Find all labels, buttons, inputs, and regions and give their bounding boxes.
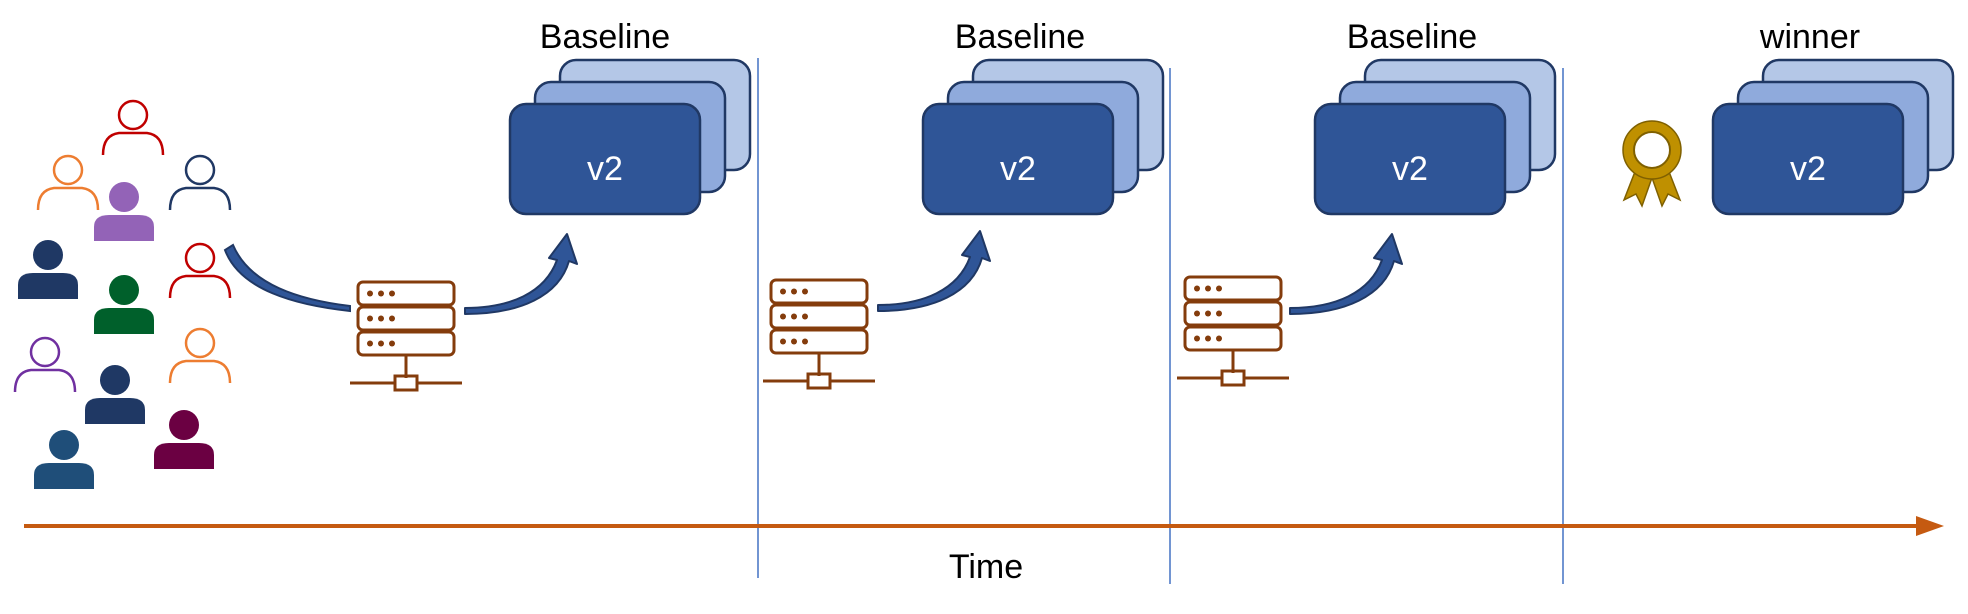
stage-2-title: Baseline bbox=[955, 18, 1085, 56]
server-icon bbox=[761, 278, 877, 390]
stage-2: Baseline v2 bbox=[761, 18, 1165, 390]
curved-arrow-icon bbox=[877, 230, 991, 312]
user-traffic-arrow-icon bbox=[223, 243, 351, 313]
stage-3-card-label: v2 bbox=[1392, 150, 1428, 188]
stage-4: winner v2 bbox=[1622, 18, 1955, 216]
version-card-stack: v2 bbox=[921, 58, 1165, 216]
curved-arrow-icon bbox=[1289, 233, 1403, 315]
version-card-stack: v2 bbox=[1711, 58, 1955, 216]
timeline-label: Time bbox=[949, 548, 1023, 586]
version-card-stack: v2 bbox=[508, 58, 752, 216]
server-icon bbox=[1175, 275, 1291, 387]
stage-1-card-label: v2 bbox=[587, 150, 623, 188]
server-icon bbox=[348, 280, 464, 392]
stage-4-title: winner bbox=[1759, 18, 1860, 56]
stage-3-title: Baseline bbox=[1347, 18, 1477, 56]
stage-4-card-label: v2 bbox=[1790, 150, 1826, 188]
stage-2-card-label: v2 bbox=[1000, 150, 1036, 188]
stage-3: Baseline v2 bbox=[1175, 18, 1557, 387]
curved-arrow-icon bbox=[464, 233, 578, 315]
version-card-stack: v2 bbox=[1313, 58, 1557, 216]
award-ribbon-icon bbox=[1622, 120, 1682, 208]
stage-1: Baseline v2 bbox=[348, 18, 752, 392]
timeline: Time bbox=[24, 516, 1944, 586]
user-group-icon bbox=[13, 99, 232, 489]
stage-1-title: Baseline bbox=[540, 18, 670, 56]
